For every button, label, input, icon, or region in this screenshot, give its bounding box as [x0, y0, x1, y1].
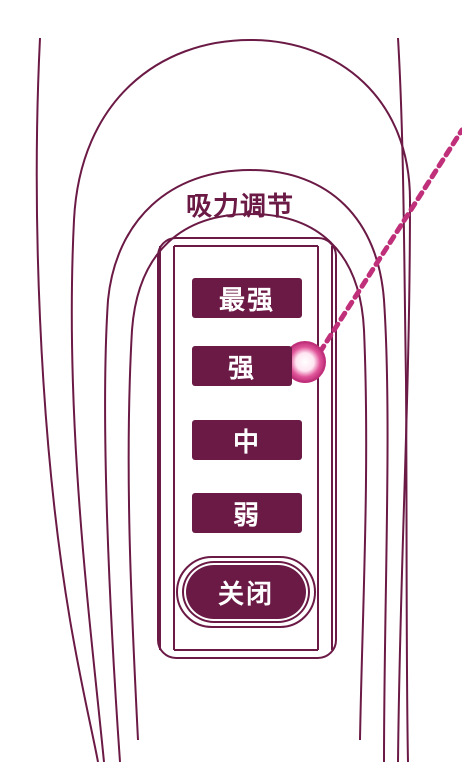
power-off-label: 关闭	[182, 561, 310, 623]
panel-outer-frame	[70, 38, 412, 762]
panel-middle-frame	[104, 168, 389, 762]
suction-strong-button[interactable]: 强	[192, 346, 292, 386]
suction-weak-button[interactable]: 弱	[192, 493, 302, 533]
power-off-button[interactable]: 关闭	[176, 556, 316, 628]
suction-medium-button[interactable]: 中	[192, 420, 302, 460]
pointer-dotted-line	[317, 127, 462, 355]
button-track-outer	[157, 237, 337, 659]
device-body-left-edge	[35, 37, 99, 762]
suction-strongest-button[interactable]: 最强	[192, 278, 302, 318]
panel-inner-frame	[127, 212, 368, 741]
panel-title: 吸力调节	[185, 192, 294, 222]
